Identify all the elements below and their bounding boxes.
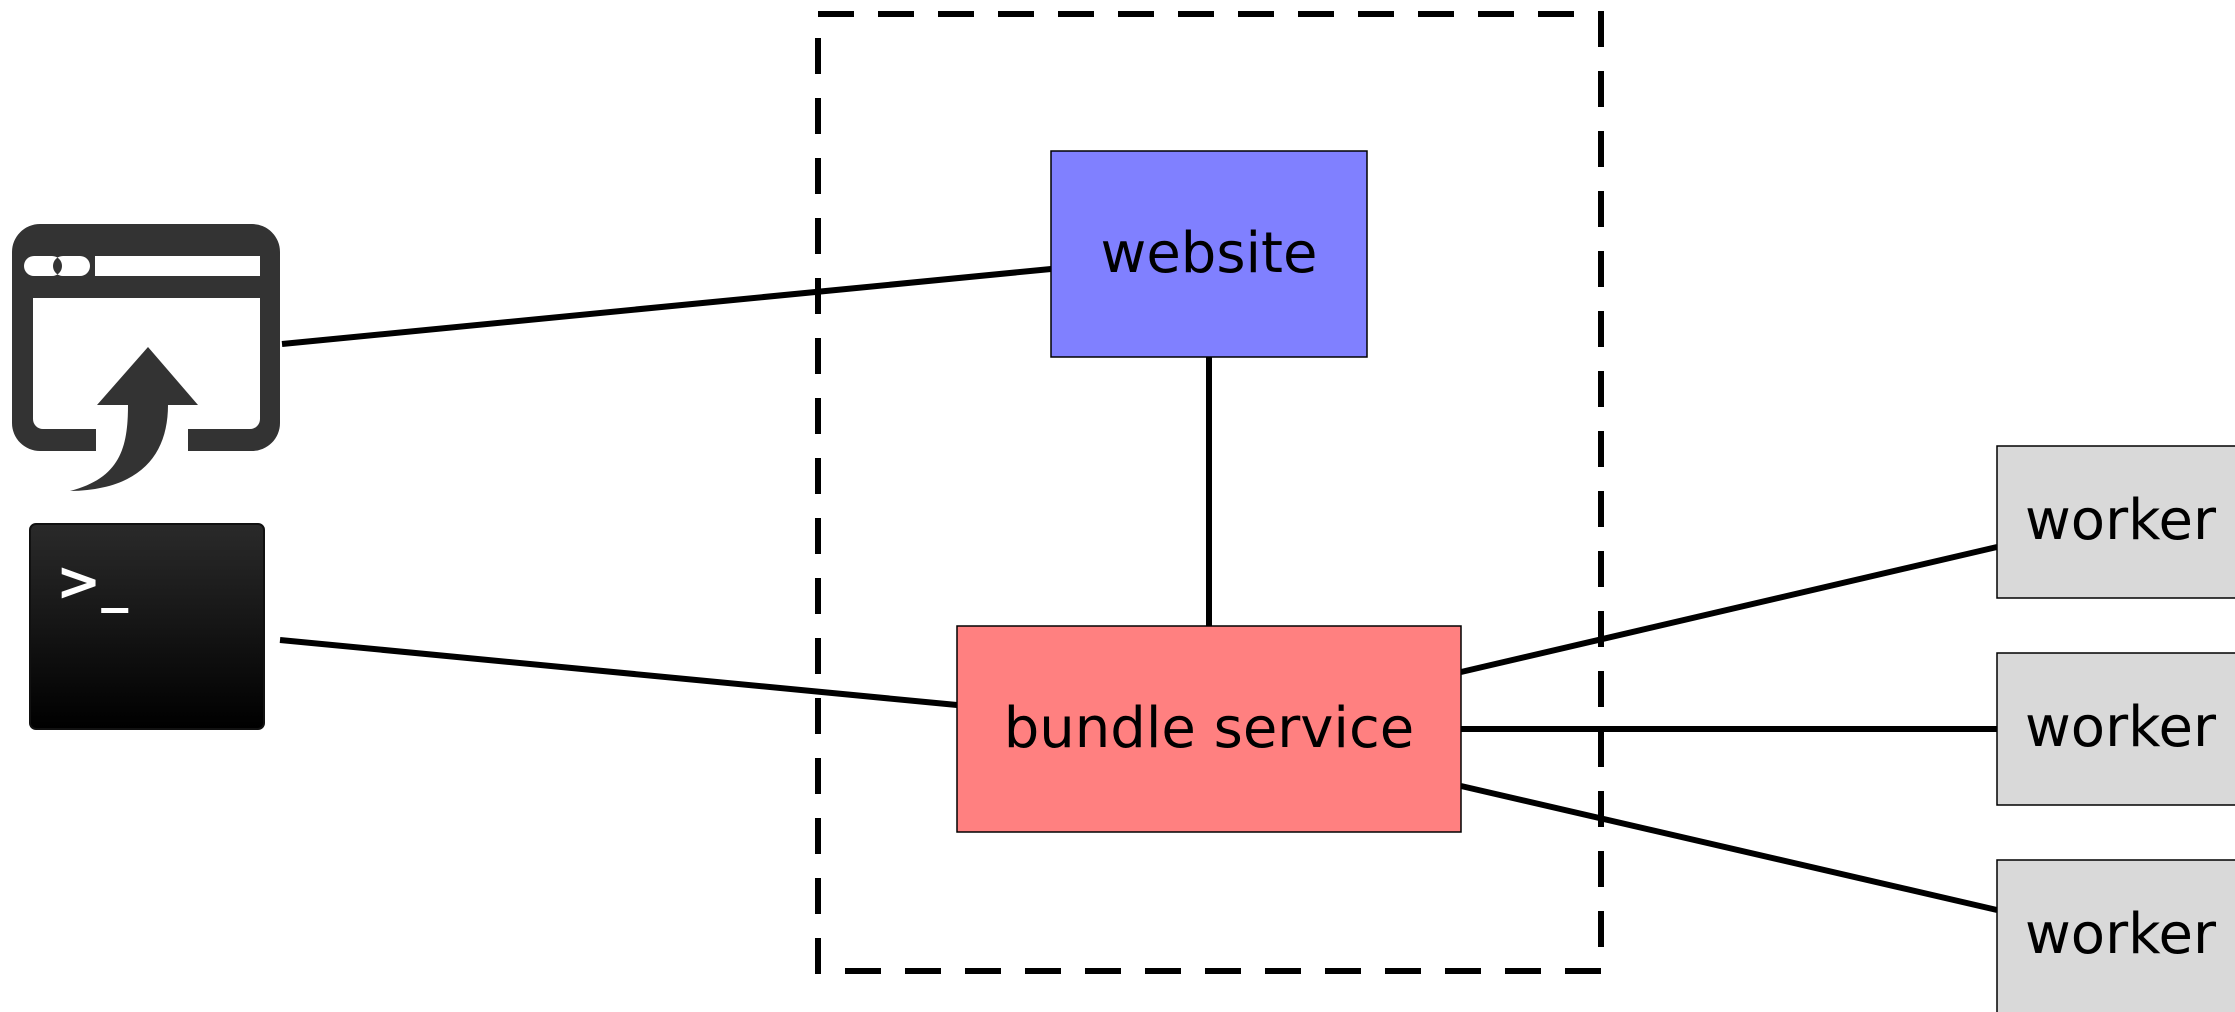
worker-label: worker (2025, 902, 2217, 967)
worker-node: worker (1996, 445, 2235, 599)
edge-bundle-worker-1 (1460, 544, 1998, 675)
worker-node: worker (1996, 859, 2235, 1012)
connections (279, 266, 1998, 913)
edge-terminal-bundle (279, 637, 958, 708)
worker-label: worker (2025, 695, 2217, 760)
bundle-service-label: bundle service (1004, 696, 1414, 761)
website-label: website (1101, 221, 1318, 286)
browser-upload-icon (12, 224, 280, 491)
website-node: website (1050, 150, 1368, 358)
worker-node: worker (1996, 652, 2235, 806)
server-boundary (815, 11, 1604, 974)
worker-label: worker (2025, 488, 2217, 553)
terminal-prompt: >_ (56, 550, 128, 613)
bundle-service-node: bundle service (956, 625, 1462, 833)
terminal-icon: >_ (29, 523, 265, 730)
edge-bundle-worker-3 (1460, 783, 1998, 913)
edge-browser-website (281, 266, 1052, 347)
